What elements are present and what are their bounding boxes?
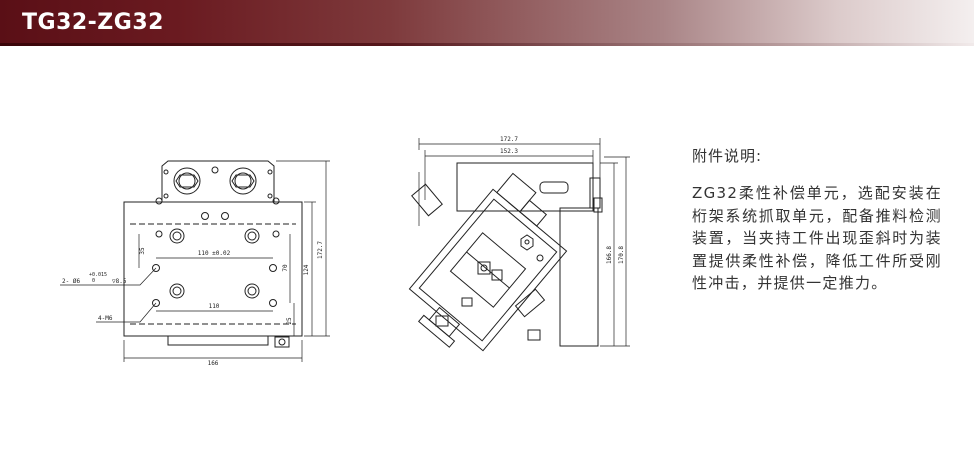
callout-pin-label: 2- Ø6: [62, 278, 80, 285]
side-dim-top-inner-label: 152.3: [500, 148, 518, 155]
side-dim-top-outer-label: 172.7: [500, 136, 518, 143]
dim-hole-spacing-top-label: 110 ±0.02: [198, 250, 231, 257]
dim-height-inner-label: 124: [303, 264, 310, 275]
page-title: TG32-ZG32: [22, 10, 164, 35]
dim-top-35-label: 35: [139, 247, 146, 255]
callout-pin-tol-lower: 0: [92, 278, 95, 284]
side-view-drawing: 172.7 152.3 166.8 170.8: [408, 136, 630, 352]
dim-height-outer-label: 172.7: [317, 241, 324, 259]
front-view-drawing: 166 172.7 124 110 ±0.02 110 70 35 25 2- …: [60, 160, 330, 367]
dim-width-label: 166: [208, 360, 219, 367]
side-dim-right-inner-label: 166.8: [606, 246, 613, 264]
notes-label: 附件说明:: [692, 147, 763, 165]
callout-pin-depth: ▽8.5: [112, 278, 127, 285]
dim-bottom-25-label: 25: [286, 317, 293, 325]
header-bar: TG32-ZG32: [0, 0, 974, 46]
dim-hole-spacing-bottom-label: 110: [209, 303, 220, 310]
side-dim-right-outer-label: 170.8: [618, 246, 625, 264]
notes-body: ZG32柔性补偿单元，选配安装在桁架系统抓取单元，配备推料检测装置，当夹持工件出…: [692, 184, 942, 292]
callout-pin-tol-upper: +0.015: [89, 272, 107, 278]
callout-thread-label: 4-M6: [98, 315, 113, 322]
dim-vertical-70-label: 70: [282, 264, 289, 272]
